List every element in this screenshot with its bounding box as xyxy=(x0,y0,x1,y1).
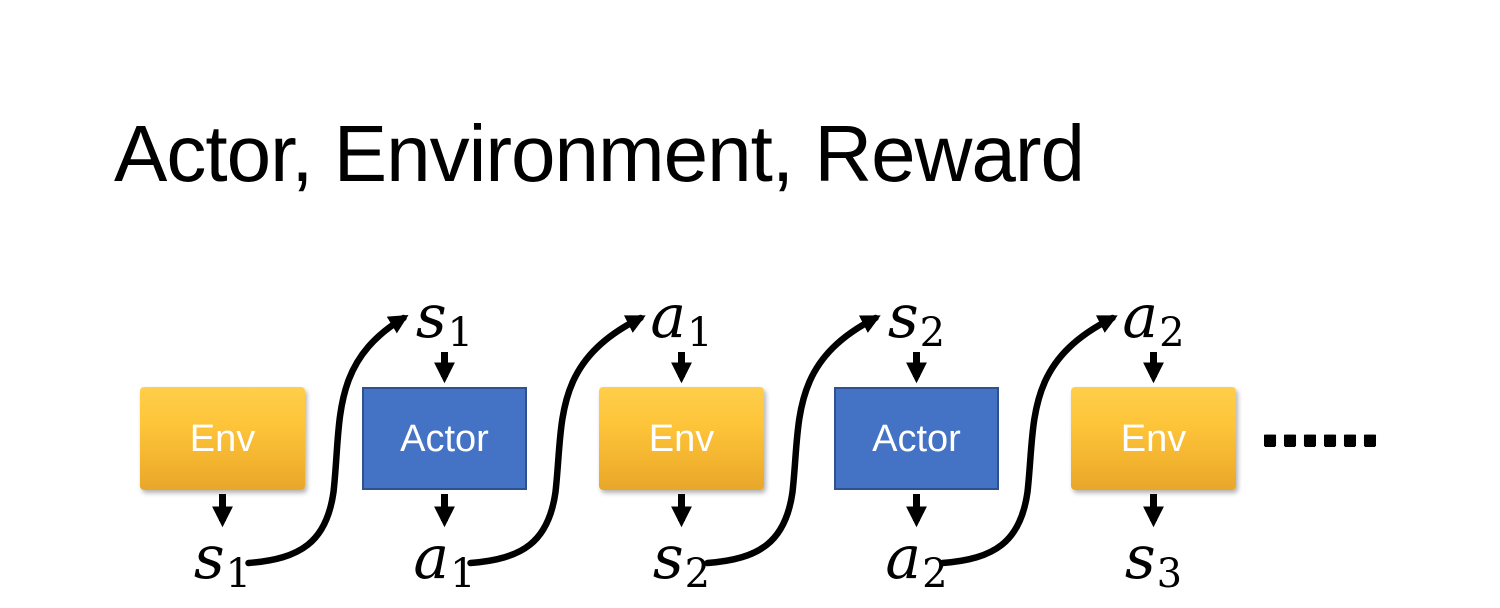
bottom-label-a1: a1 xyxy=(375,528,515,594)
math-variable: s xyxy=(652,523,684,593)
bottom-label-a2: a2 xyxy=(847,528,987,594)
box-actor-1: Actor xyxy=(362,387,527,490)
math-variable: a xyxy=(885,523,922,593)
math-variable: s xyxy=(1124,523,1156,593)
pass-on-curve-arrow-3 xyxy=(704,314,881,567)
math-subscript: 1 xyxy=(450,550,476,597)
pass-on-curve-arrow-1 xyxy=(245,314,409,567)
math-variable: s xyxy=(887,282,919,352)
top-label-s1: s1 xyxy=(375,287,515,353)
env-box-label: Env xyxy=(648,417,715,460)
pass-on-curve-arrow-2 xyxy=(467,314,646,567)
math-subscript: 2 xyxy=(684,550,711,597)
top-label-a1: a1 xyxy=(612,287,752,353)
math-variable: a xyxy=(1122,282,1159,352)
math-subscript: 1 xyxy=(687,309,713,356)
math-subscript: 3 xyxy=(1156,550,1183,597)
top-label-s2: s2 xyxy=(847,287,987,353)
math-variable: s xyxy=(415,282,447,352)
top-label-a2: a2 xyxy=(1084,287,1224,353)
math-subscript: 2 xyxy=(1159,309,1185,356)
math-variable: a xyxy=(413,523,450,593)
pass-on-curve-arrow-4 xyxy=(939,314,1118,567)
math-variable: a xyxy=(650,282,687,352)
box-env-1: Env xyxy=(140,387,305,490)
bottom-label-s1: s1 xyxy=(153,528,293,594)
box-env-3: Env xyxy=(1071,387,1236,490)
bottom-label-s3: s3 xyxy=(1084,528,1224,594)
env-box-label: Env xyxy=(1120,417,1187,460)
continuation-ellipsis: …… xyxy=(1260,391,1380,461)
math-subscript: 2 xyxy=(922,550,948,597)
bottom-label-s2: s2 xyxy=(612,528,752,594)
env-box-label: Env xyxy=(189,417,256,460)
actor-box-label: Actor xyxy=(400,417,489,460)
math-subscript: 2 xyxy=(919,309,946,356)
math-variable: s xyxy=(193,523,225,593)
box-env-2: Env xyxy=(599,387,764,490)
actor-box-label: Actor xyxy=(872,417,961,460)
box-actor-2: Actor xyxy=(834,387,999,490)
slide-title: Actor, Environment, Reward xyxy=(114,109,1085,198)
math-subscript: 1 xyxy=(447,309,474,356)
math-subscript: 1 xyxy=(225,550,252,597)
